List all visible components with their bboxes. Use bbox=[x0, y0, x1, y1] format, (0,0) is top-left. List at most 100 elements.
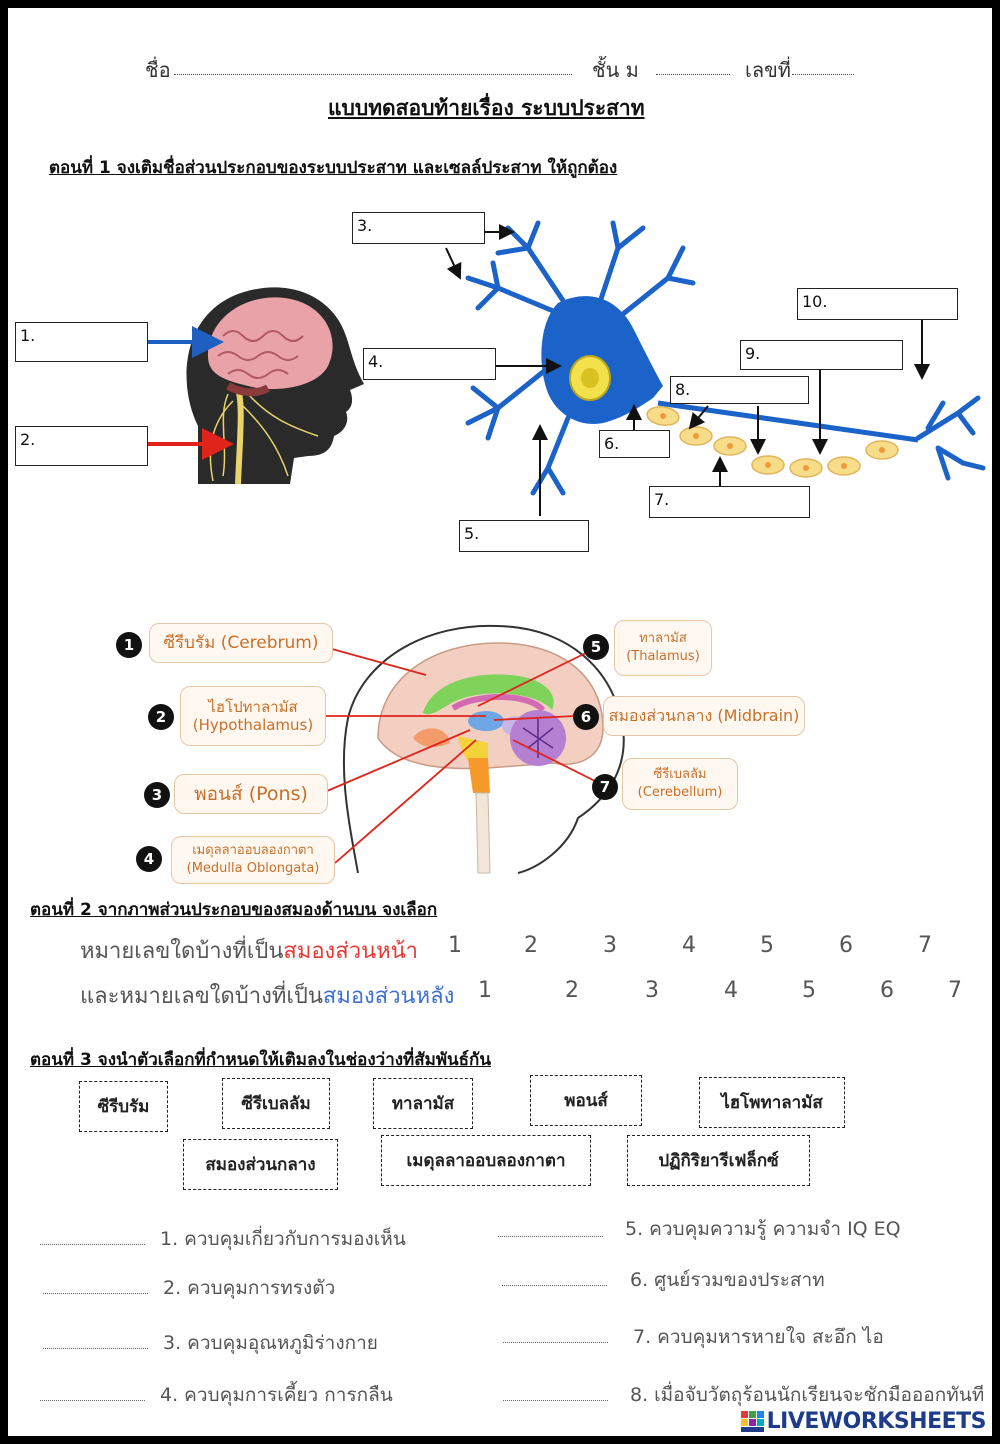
part1-heading: ตอนที่ 1 จงเติมชื่อส่วนประกอบของระบบประส… bbox=[49, 158, 618, 178]
brain-part-4-label: เมดุลลาออบลองกาตา (Medulla Oblongata) bbox=[171, 836, 335, 884]
choice-pons[interactable]: พอนส์ bbox=[530, 1075, 642, 1126]
label-box-7[interactable]: 7. bbox=[649, 486, 810, 518]
label-arrows bbox=[148, 326, 234, 460]
brain-label-lines bbox=[325, 648, 602, 864]
back-option-5[interactable]: 5 bbox=[802, 978, 816, 1003]
label-3-number: 3. bbox=[357, 216, 373, 235]
brain-part-6-label: สมองส่วนกลาง (Midbrain) bbox=[603, 696, 805, 736]
label-1-number: 1. bbox=[20, 326, 36, 345]
worksheet-page: ชื่อ ชั้น ม เลขที่ แบบทดสอบท้ายเรื่อง ระ… bbox=[8, 8, 992, 1436]
label-box-5[interactable]: 5. bbox=[459, 520, 589, 552]
choice-reflex[interactable]: ปฏิกิริยารีเฟล็กซ์ bbox=[627, 1135, 810, 1186]
brain-cross-section-image bbox=[342, 624, 625, 874]
number-blank[interactable] bbox=[792, 74, 854, 75]
number-label: เลขที่ bbox=[745, 58, 791, 82]
item-8: 8. เมื่อจับวัตถุร้อนนักเรียนจะชักมือออกท… bbox=[630, 1384, 985, 1406]
brain-part-6-number: 6 bbox=[573, 704, 599, 730]
page-title: แบบทดสอบท้ายเรื่อง ระบบประสาท bbox=[328, 96, 645, 120]
question-front-brain: หมายเลขใดบ้างที่เป็นสมองส่วนหน้า bbox=[80, 933, 418, 968]
back-option-7[interactable]: 7 bbox=[948, 978, 962, 1003]
brain-part-7-label: ซีรีเบลลัม (Cerebellum) bbox=[622, 758, 738, 810]
item-2: 2. ควบคุมการทรงตัว bbox=[163, 1277, 336, 1299]
q2-prefix: และหมายเลขใดบ้างที่เป็น bbox=[80, 984, 323, 1009]
label-6-number: 6. bbox=[604, 434, 620, 453]
answer-blank-2[interactable] bbox=[43, 1293, 148, 1294]
label-10-number: 10. bbox=[802, 292, 828, 311]
answer-blank-8[interactable] bbox=[503, 1400, 608, 1401]
label-box-2[interactable]: 2. bbox=[15, 426, 148, 466]
brain-part-1-label: ซีรีบรัม (Cerebrum) bbox=[149, 623, 333, 663]
label-2-number: 2. bbox=[20, 430, 36, 449]
name-blank[interactable] bbox=[174, 74, 572, 75]
brain-part-2-label: ไฮโปทาลามัส (Hypothalamus) bbox=[180, 686, 326, 746]
label-4-number: 4. bbox=[368, 352, 384, 371]
answer-blank-4[interactable] bbox=[40, 1400, 145, 1401]
brain-part-3-number: 3 bbox=[144, 782, 170, 808]
brain-part-2-number: 2 bbox=[148, 704, 174, 730]
brain-part-2-thai: ไฮโปทาลามัส bbox=[208, 698, 298, 716]
answer-blank-1[interactable] bbox=[40, 1244, 145, 1245]
back-option-2[interactable]: 2 bbox=[565, 978, 579, 1003]
back-option-1[interactable]: 1 bbox=[478, 978, 492, 1003]
front-option-5[interactable]: 5 bbox=[760, 933, 774, 958]
label-box-6[interactable]: 6. bbox=[599, 430, 670, 458]
back-option-6[interactable]: 6 bbox=[880, 978, 894, 1003]
front-option-4[interactable]: 4 bbox=[682, 933, 696, 958]
choice-cerebrum[interactable]: ซีรีบรัม bbox=[79, 1081, 168, 1132]
brain-part-7-number: 7 bbox=[592, 774, 618, 800]
back-option-4[interactable]: 4 bbox=[724, 978, 738, 1003]
item-6: 6. ศูนย์รวมของประสาท bbox=[630, 1269, 825, 1291]
brain-part-5-thai: ทาลามัส bbox=[639, 631, 687, 646]
choice-midbrain[interactable]: สมองส่วนกลาง bbox=[183, 1139, 338, 1190]
item-4: 4. ควบคุมการเคี้ยว การกลืน bbox=[160, 1384, 393, 1406]
label-box-10[interactable]: 10. bbox=[797, 288, 958, 320]
brain-part-7-thai: ซีรีเบลลัม bbox=[653, 767, 707, 782]
brain-part-6-en: (Midbrain) bbox=[717, 706, 800, 725]
front-option-2[interactable]: 2 bbox=[524, 933, 538, 958]
q1-prefix: หมายเลขใดบ้างที่เป็น bbox=[80, 939, 284, 964]
front-option-7[interactable]: 7 bbox=[918, 933, 932, 958]
choice-hypothalamus[interactable]: ไฮโพทาลามัส bbox=[699, 1077, 845, 1128]
brain-part-4-thai: เมดุลลาออบลองกาตา bbox=[192, 843, 314, 858]
class-label: ชั้น ม bbox=[592, 58, 639, 82]
liveworksheets-logo-icon bbox=[740, 1411, 764, 1432]
answer-blank-3[interactable] bbox=[43, 1348, 148, 1349]
choice-medulla-oblongata[interactable]: เมดุลลาออบลองกาตา bbox=[381, 1135, 591, 1186]
choice-thalamus[interactable]: ทาลามัส bbox=[373, 1078, 473, 1129]
q1-highlight: สมองส่วนหน้า bbox=[283, 939, 419, 964]
label-9-number: 9. bbox=[745, 344, 761, 363]
brain-part-7-en: (Cerebellum) bbox=[637, 785, 723, 800]
label-box-4[interactable]: 4. bbox=[363, 348, 496, 380]
label-box-9[interactable]: 9. bbox=[740, 340, 903, 370]
name-label: ชื่อ bbox=[145, 58, 171, 82]
brain-part-4-en: (Medulla Oblongata) bbox=[186, 861, 320, 876]
answer-blank-7[interactable] bbox=[503, 1342, 608, 1343]
front-option-6[interactable]: 6 bbox=[839, 933, 853, 958]
label-5-number: 5. bbox=[464, 524, 480, 543]
neuron-image bbox=[465, 220, 986, 496]
brain-part-1-en: (Cerebrum) bbox=[220, 633, 319, 653]
brain-part-3-thai: พอนส์ bbox=[194, 783, 243, 805]
brain-part-3-label: พอนส์ (Pons) bbox=[174, 774, 328, 814]
class-blank[interactable] bbox=[656, 74, 730, 75]
label-box-1[interactable]: 1. bbox=[15, 322, 148, 362]
front-option-1[interactable]: 1 bbox=[448, 933, 462, 958]
watermark-text: LIVEWORKSHEETS bbox=[766, 1409, 987, 1434]
answer-blank-5[interactable] bbox=[498, 1236, 603, 1237]
answer-blank-6[interactable] bbox=[502, 1285, 607, 1286]
item-7: 7. ควบคุมหารหายใจ สะอึก ไอ bbox=[633, 1326, 884, 1348]
brain-part-5-label: ทาลามัส (Thalamus) bbox=[614, 620, 712, 676]
front-option-3[interactable]: 3 bbox=[603, 933, 617, 958]
question-back-brain: และหมายเลขใดบ้างที่เป็นสมองส่วนหลัง bbox=[80, 978, 454, 1013]
neuron-label-arrows bbox=[445, 224, 930, 516]
back-option-3[interactable]: 3 bbox=[645, 978, 659, 1003]
part2-heading: ตอนที่ 2 จากภาพส่วนประกอบของสมองด้านบน จ… bbox=[30, 900, 438, 920]
q2-highlight: สมองส่วนหลัง bbox=[322, 984, 455, 1009]
liveworksheets-logo: LIVEWORKSHEETS bbox=[740, 1409, 987, 1434]
item-5: 5. ควบคุมความรู้ ความจำ IQ EQ bbox=[625, 1218, 901, 1240]
brain-part-3-en: (Pons) bbox=[248, 783, 308, 805]
label-box-8[interactable]: 8. bbox=[670, 376, 809, 404]
label-box-3[interactable]: 3. bbox=[352, 212, 485, 244]
choice-cerebellum[interactable]: ซีรีเบลลัม bbox=[222, 1078, 330, 1129]
brain-part-1-thai: ซีรีบรัม bbox=[163, 633, 216, 653]
